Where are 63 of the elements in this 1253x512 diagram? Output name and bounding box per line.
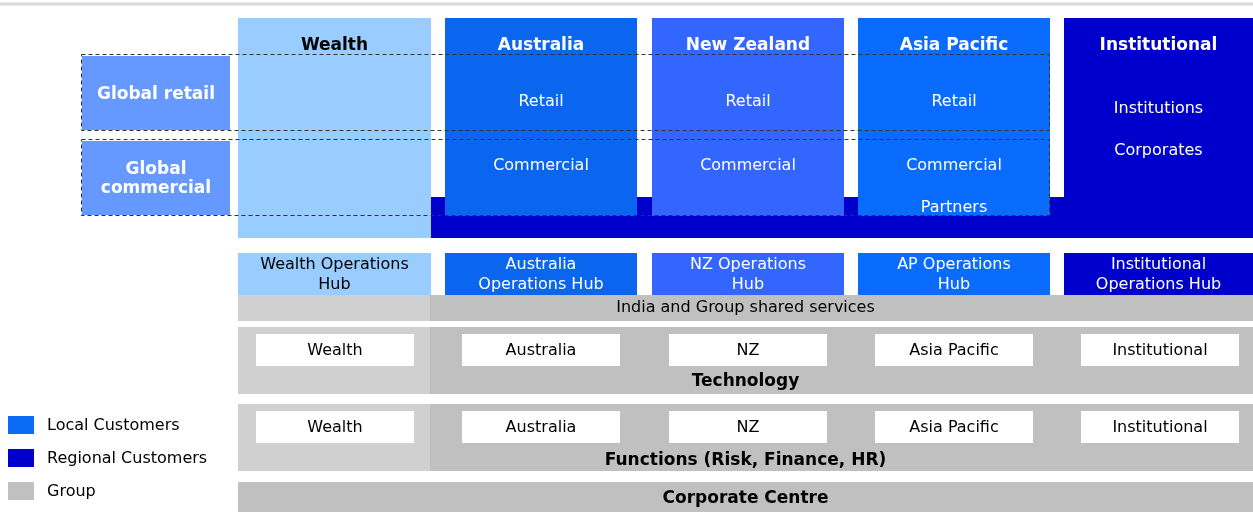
column-box bbox=[238, 18, 431, 238]
label: Australia bbox=[504, 417, 578, 436]
label: NZ Operations Hub bbox=[689, 254, 807, 294]
label: Australia Operations Hub bbox=[477, 254, 605, 294]
heading: Global retail bbox=[96, 83, 216, 103]
unit-box bbox=[462, 334, 620, 366]
hub-box bbox=[445, 253, 637, 295]
heading: Corporate Centre bbox=[661, 488, 830, 507]
label: Wealth Operations Hub bbox=[259, 254, 410, 294]
hub-box bbox=[652, 253, 844, 295]
shared-services-bar bbox=[238, 295, 1253, 321]
unit-box bbox=[1081, 411, 1239, 443]
unit-box bbox=[256, 334, 414, 366]
heading: New Zealand bbox=[684, 35, 812, 54]
heading: Technology bbox=[690, 371, 801, 390]
label: AP Operations Hub bbox=[896, 254, 1012, 294]
label: Institutional bbox=[1111, 417, 1209, 436]
label: NZ bbox=[735, 417, 761, 436]
segment-label: Commercial bbox=[699, 155, 797, 174]
column-box bbox=[858, 18, 1050, 216]
label: India and Group shared services bbox=[615, 297, 876, 316]
label: Asia Pacific bbox=[908, 417, 1000, 436]
legend-label: Group bbox=[47, 481, 96, 500]
segment-label: Retail bbox=[930, 91, 978, 110]
legend-label: Local Customers bbox=[47, 415, 180, 434]
segment-box bbox=[82, 56, 230, 130]
column-box bbox=[652, 18, 844, 216]
label: Institutional bbox=[1111, 340, 1209, 359]
label: Wealth bbox=[306, 340, 364, 359]
column-box bbox=[445, 18, 637, 216]
unit-box bbox=[462, 411, 620, 443]
heading: Global commercial bbox=[99, 159, 213, 197]
label: Asia Pacific bbox=[908, 340, 1000, 359]
hub-box bbox=[238, 253, 431, 295]
unit-box bbox=[1081, 334, 1239, 366]
hub-box bbox=[1064, 253, 1253, 295]
unit-box bbox=[875, 411, 1033, 443]
segment-label: Commercial bbox=[905, 155, 1003, 174]
heading: Asia Pacific bbox=[898, 35, 1010, 54]
segment-label: Retail bbox=[517, 91, 565, 110]
hub-box bbox=[858, 253, 1050, 295]
unit-box bbox=[669, 334, 827, 366]
label: Institutional Operations Hub bbox=[1094, 254, 1223, 294]
segment-label: Commercial bbox=[492, 155, 590, 174]
segment-label: Partners bbox=[919, 197, 989, 216]
functions-panel bbox=[238, 404, 1253, 471]
label: NZ bbox=[735, 340, 761, 359]
unit-box bbox=[669, 411, 827, 443]
label: Wealth bbox=[306, 417, 364, 436]
heading: Australia bbox=[496, 35, 586, 54]
corporate-centre-bar bbox=[238, 482, 1253, 512]
segment-label: Institutions bbox=[1112, 98, 1205, 117]
unit-box bbox=[256, 411, 414, 443]
label: Australia bbox=[504, 340, 578, 359]
segment-label: Corporates bbox=[1113, 140, 1204, 159]
legend-label: Regional Customers bbox=[47, 448, 208, 467]
heading: Institutional bbox=[1098, 35, 1219, 54]
heading: Wealth bbox=[299, 35, 370, 54]
technology-panel bbox=[238, 327, 1253, 394]
segment-box bbox=[82, 141, 230, 215]
heading: Functions (Risk, Finance, HR) bbox=[603, 450, 888, 469]
segment-label: Retail bbox=[724, 91, 772, 110]
unit-box bbox=[875, 334, 1033, 366]
